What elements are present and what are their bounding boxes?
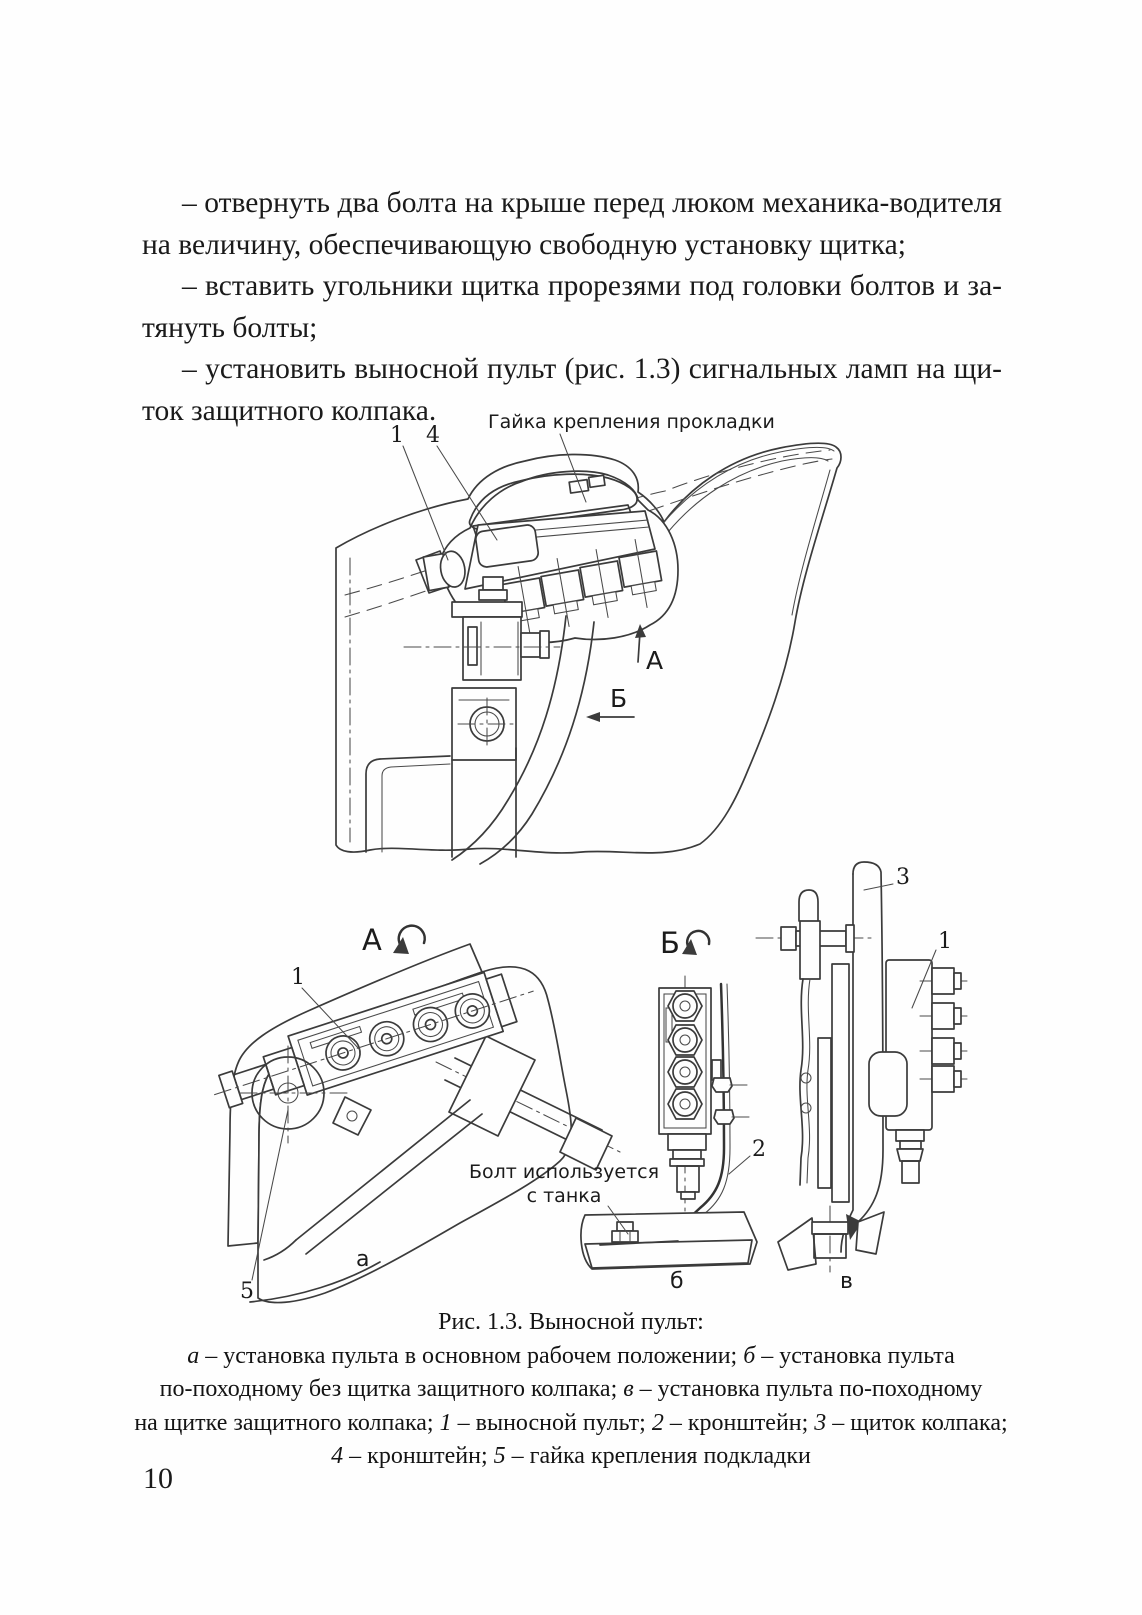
callout-1-view-v: 1 [938, 929, 952, 954]
body-text-line: – вставить угольники щитка прорезями под… [182, 270, 1002, 302]
view-a-letter: А [362, 923, 382, 957]
view-a-console [214, 971, 534, 1109]
body-text-line: тянуть болты; [142, 311, 318, 344]
subfigure-letter-v: в [840, 1269, 853, 1294]
figure-caption: Рис. 1.3. Выносной пульт: а – установка … [68, 1306, 1074, 1474]
view-v-drawing: 3 1 в [755, 861, 973, 1294]
callout-3-view-v: 3 [896, 865, 910, 890]
subfigure-letter-b: б [670, 1269, 684, 1294]
callout-1-view-a: 1 [291, 965, 305, 990]
body-text-line: на величину, обеспечивающую свободную ус… [142, 228, 906, 261]
body-text-line: ток защитного колпака. [142, 394, 437, 427]
page-number: 10 [143, 1462, 173, 1495]
view-b-letter: Б [660, 926, 680, 960]
main-view-bracket [403, 576, 561, 761]
callout-2-view-b: 2 [752, 1137, 766, 1162]
body-text-line: – установить выносной пульт (рис. 1.3) с… [182, 353, 1002, 385]
figure-caption-line: а – установка пульта в основном рабочем … [187, 1342, 955, 1369]
gasket-nut-label: Гайка крепления прокладки [488, 411, 775, 433]
figure-caption-line: 4 – кронштейн; 5 – гайка крепления подкл… [331, 1443, 811, 1470]
figure-caption-line: на щитке защитного колпака; 1 – выносной… [134, 1409, 1008, 1436]
direction-arrow-b: Б [586, 684, 635, 722]
view-a-symbol: А [362, 923, 426, 957]
direction-arrow-a-letter: А [646, 646, 663, 675]
figure-caption-title: Рис. 1.3. Выносной пульт: [438, 1309, 704, 1335]
figure-caption-line: по-походному без щитка защитного колпака… [159, 1376, 983, 1403]
body-text-line: – отвернуть два болта на крыше перед люк… [182, 187, 1002, 219]
view-b-symbol: Б [660, 926, 711, 960]
figure-caption-lines: а – установка пульта в основном рабочем … [68, 1340, 1074, 1474]
subfigure-letter-a: а [356, 1247, 369, 1272]
body-text: – отвернуть два болта на крыше перед люк… [142, 183, 1002, 432]
callout-5-view-a: 5 [240, 1279, 254, 1304]
callout-4-top: 4 [426, 423, 440, 448]
bolt-note-line2: с танка [527, 1185, 602, 1207]
main-view-drawing: А Б 1 4 Гайка крепления прокладки [335, 411, 842, 865]
direction-arrow-b-letter: Б [610, 684, 627, 713]
view-v-connectors [919, 967, 973, 1093]
view-b-lamps [667, 990, 703, 1120]
direction-arrow-a: А [635, 624, 663, 675]
view-a-drawing: А 1 5 а [214, 923, 621, 1304]
view-b-drawing: Б 2 Болт используется с танка б [469, 926, 766, 1294]
callout-1-top: 1 [390, 423, 404, 448]
bolt-note-line1: Болт используется [469, 1161, 659, 1183]
